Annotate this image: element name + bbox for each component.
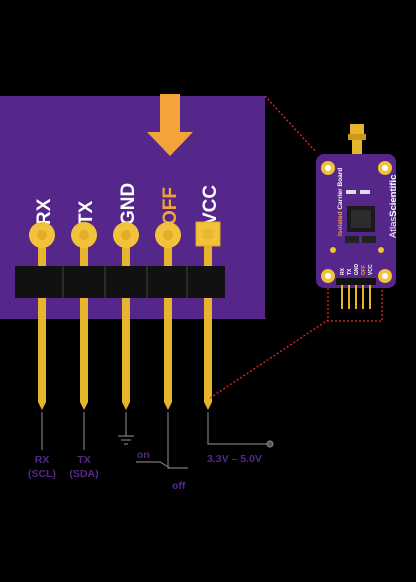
off-label: off: [172, 480, 186, 492]
pin-leg-gnd: [122, 240, 130, 402]
pad-hole-tx: [79, 230, 89, 240]
bottom-labels: RX (SCL) TX (SDA) on off 3.3V – 5.0V: [28, 449, 262, 492]
inset-pin-label-rx: RX: [340, 267, 346, 275]
inset-pin-label-tx: TX: [347, 268, 353, 275]
scl-label: (SCL): [28, 468, 56, 480]
pin-label-rx: RX: [34, 198, 55, 225]
inset-pin-label-off: OFF: [361, 265, 367, 275]
inset-pin-label-vcc: VCC: [368, 264, 374, 275]
inset-pin-off: [362, 285, 364, 309]
pin-labels: RX TX GND OFF VCC: [34, 183, 221, 225]
inset-pin-rx: [341, 285, 343, 309]
pin-label-gnd: GND: [118, 183, 139, 225]
mounting-holes: [321, 161, 392, 283]
pin-leg-off: [164, 240, 172, 402]
pin-leg-vcc: [204, 240, 212, 402]
vcc-wire: [207, 412, 268, 445]
pad-hole-gnd: [121, 230, 131, 240]
pin-tip-vcc: [204, 402, 212, 410]
inset-pin-vcc: [369, 285, 371, 309]
on-switch-line: [136, 461, 171, 469]
pin-leg-rx: [38, 240, 46, 402]
board-subtitle: Isolated Carrier Board: [337, 168, 344, 236]
pin-label-off: OFF: [160, 187, 181, 225]
pin-leg-tx: [80, 240, 88, 402]
header-pins: [29, 221, 221, 410]
inset-pin-label-gnd: GND: [354, 264, 360, 276]
pad-hole-rx: [37, 230, 47, 240]
off-wire: [167, 412, 188, 469]
connection-lines: [41, 412, 274, 469]
pad-hole-off: [163, 230, 173, 240]
pin-header: [15, 266, 225, 298]
vcc-terminal-dot: [266, 440, 274, 448]
pin-tip-tx: [80, 402, 88, 410]
arrow-down-icon: [147, 94, 193, 156]
tx-label: TX: [77, 454, 90, 466]
on-label: on: [137, 449, 150, 461]
pin-tip-rx: [38, 402, 46, 410]
pin-tip-off: [164, 402, 172, 410]
vcc-range-label: 3.3V – 5.0V: [207, 453, 262, 465]
pin-tip-gnd: [122, 402, 130, 410]
brand-text: AtlasScientific: [388, 175, 399, 238]
pad-hole-vcc: [203, 229, 213, 239]
rx-label: RX: [35, 454, 50, 466]
carrier-board-inset: AtlasScientific Isolated Carrier Board R…: [316, 124, 399, 309]
sda-label: (SDA): [69, 468, 98, 480]
inset-pin-gnd: [355, 285, 357, 309]
pin-label-vcc: VCC: [200, 185, 221, 225]
pin-label-tx: TX: [76, 200, 97, 225]
inset-pin-tx: [348, 285, 350, 309]
callout-lines: [209, 95, 383, 399]
